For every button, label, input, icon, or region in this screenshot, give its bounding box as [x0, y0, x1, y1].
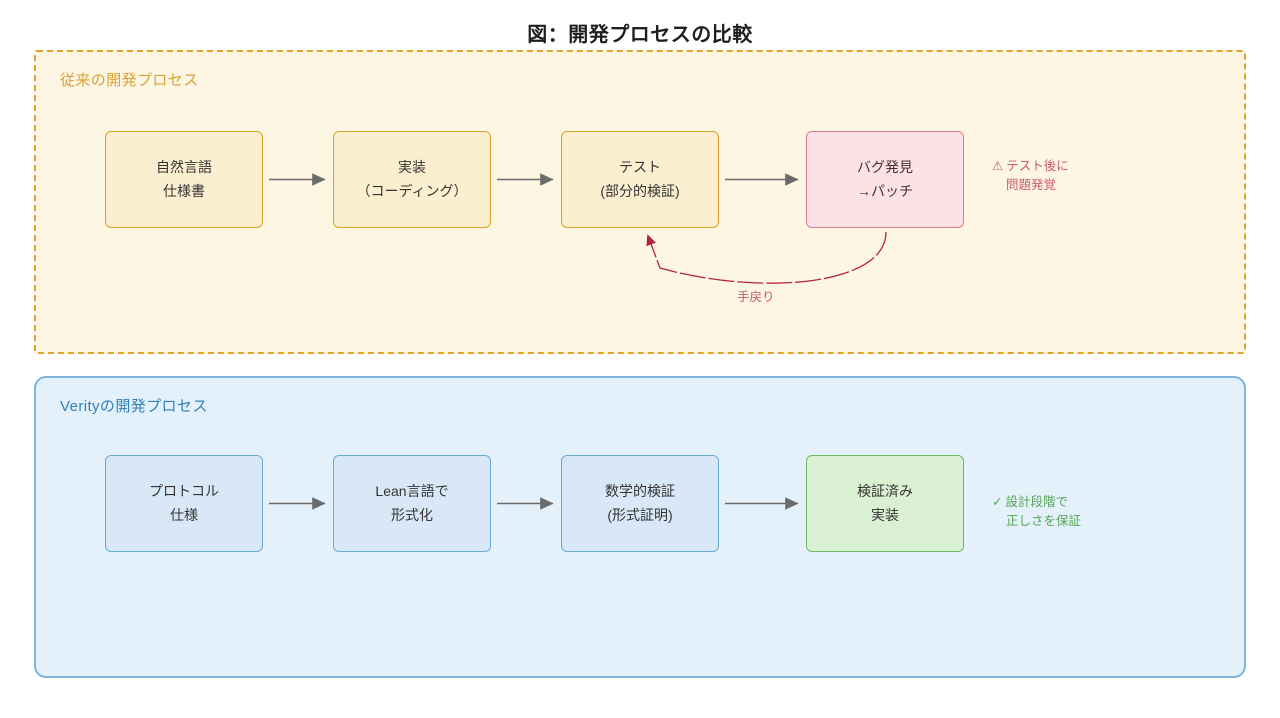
panel-verity-title: Verityの開発プロセス	[60, 398, 208, 415]
legacy-warning-note: ⚠テスト後に 問題発覚	[992, 138, 1069, 213]
node-legacy-4-line2: →パッチ	[857, 182, 913, 199]
node-legacy-3[interactable]: テスト (部分的検証)	[561, 131, 719, 228]
check-icon: ✓	[992, 494, 1003, 509]
node-verity-4[interactable]: 検証済み 実装	[806, 455, 964, 552]
page-title: 図：開発プロセスの比較	[527, 24, 753, 46]
verity-note-line1: 設計段階で	[1005, 494, 1068, 509]
legacy-note-line2: 問題発覚	[1006, 177, 1057, 192]
warning-icon: ⚠	[992, 158, 1004, 173]
node-legacy-1-line1: 自然言語	[156, 159, 212, 176]
panel-legacy-title: 従来の開発プロセス	[60, 72, 199, 89]
verity-success-note: ✓設計段階で 正しさを保証	[992, 474, 1081, 549]
node-legacy-1[interactable]: 自然言語 仕様書	[105, 131, 263, 228]
node-legacy-4-line1: バグ発見	[857, 159, 913, 176]
node-legacy-3-line2: (部分的検証)	[600, 182, 680, 199]
verity-note-line2: 正しさを保証	[1006, 513, 1082, 528]
node-legacy-4[interactable]: バグ発見 →パッチ	[806, 131, 964, 228]
node-legacy-2[interactable]: 実装 （コーディング）	[333, 131, 491, 228]
node-legacy-2-line1: 実装	[398, 159, 426, 176]
node-legacy-1-line2: 仕様書	[163, 182, 205, 199]
node-verity-2-line2: 形式化	[391, 506, 433, 523]
rework-loop-label: 手戻り	[737, 290, 775, 304]
node-verity-1-line1: プロトコル	[149, 483, 219, 500]
node-verity-2-line1: Lean言語で	[375, 483, 449, 500]
legacy-note-line1: テスト後に	[1006, 158, 1069, 173]
node-verity-3-line1: 数学的検証	[605, 483, 675, 500]
node-verity-1[interactable]: プロトコル 仕様	[105, 455, 263, 552]
node-verity-4-line2: 実装	[871, 506, 899, 523]
node-verity-2[interactable]: Lean言語で 形式化	[333, 455, 491, 552]
node-legacy-3-line1: テスト	[619, 159, 661, 176]
node-legacy-2-line2: （コーディング）	[356, 182, 468, 199]
node-verity-3-line2: (形式証明)	[607, 506, 673, 523]
node-verity-3[interactable]: 数学的検証 (形式証明)	[561, 455, 719, 552]
node-verity-1-line2: 仕様	[170, 506, 198, 523]
node-verity-4-line1: 検証済み	[857, 483, 913, 500]
